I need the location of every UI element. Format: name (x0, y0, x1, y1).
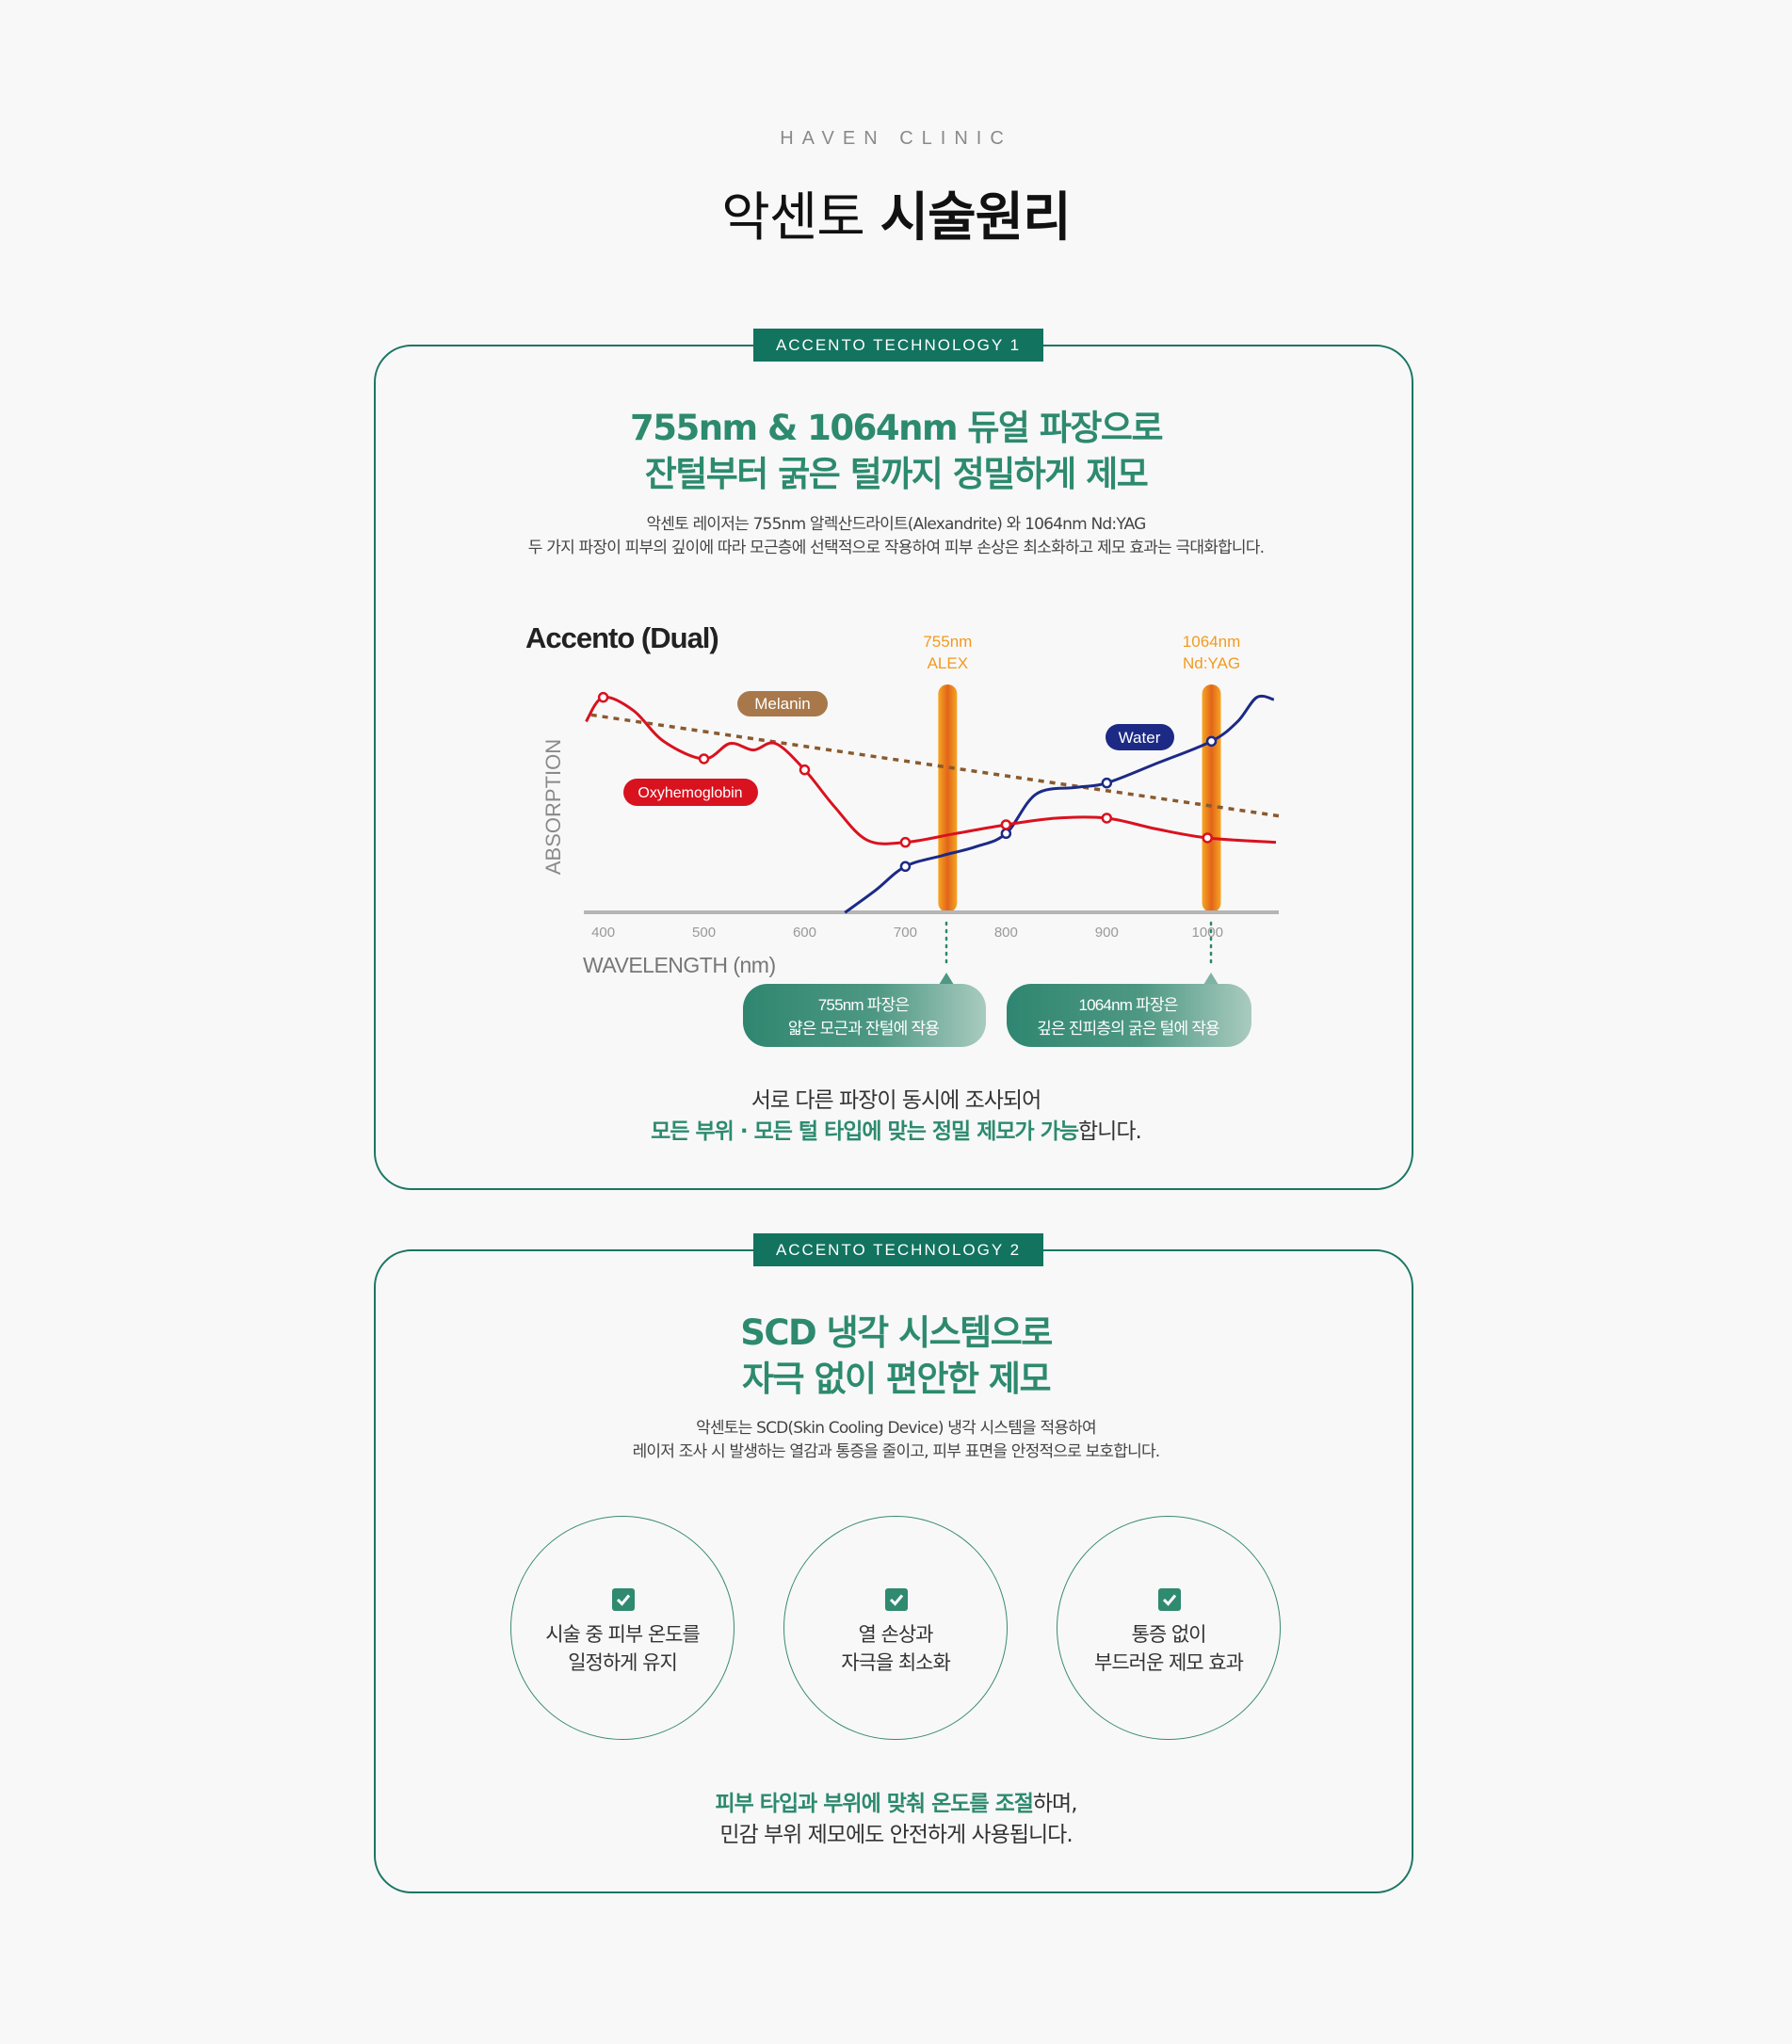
heading-line: 자극 없이 편안한 제모 (741, 1359, 1052, 1399)
feature-line: 열 손상과 (858, 1623, 934, 1646)
callout-line: 755nm 파장은 (818, 996, 910, 1014)
technology-1-badge: ACCENTO TECHNOLOGY 1 (753, 329, 1043, 362)
band-label: ALEX (928, 654, 968, 672)
description-line: 두 가지 파장이 피부의 깊이에 따라 모근층에 선택적으로 작용하여 피부 손… (527, 539, 1265, 557)
summary-highlight: 피부 타입과 부위에 맞춰 온도를 조절 (715, 1792, 1033, 1816)
checkbox-icon (612, 1588, 635, 1611)
technology-2-description: 악센토는 SCD(Skin Cooling Device) 냉각 시스템을 적용… (0, 1417, 1792, 1464)
technology-2-heading: SCD 냉각 시스템으로 자극 없이 편안한 제모 (0, 1310, 1792, 1402)
callout-line: 1064nm 파장은 (1078, 996, 1177, 1014)
callout-line: 얇은 모근과 잔털에 작용 (788, 1020, 939, 1038)
series-marker (899, 836, 912, 848)
legend-water-pill (1106, 724, 1174, 750)
series-marker (1000, 819, 1012, 830)
technology-1-heading: 755nm & 1064nm 듀얼 파장으로 잔털부터 굵은 털까지 정밀하게 … (0, 405, 1792, 497)
callout-1064: 1064nm 파장은 깊은 진피층의 굵은 털에 작용 (1007, 921, 1251, 1047)
x-tick-label: 700 (894, 925, 917, 941)
legend-melanin-pill (737, 691, 828, 716)
summary-line: 민감 부위 제모에도 안전하게 사용됩니다. (719, 1823, 1073, 1847)
feature-line: 자극을 최소화 (841, 1651, 951, 1674)
technology-1-summary: 서로 다른 파장이 동시에 조사되어 모든 부위 · 모든 털 타입에 맞는 정… (0, 1086, 1792, 1148)
summary-highlight: 모든 부위 · 모든 털 타입에 맞는 정밀 제모가 가능 (651, 1119, 1079, 1144)
series-marker (1202, 832, 1213, 844)
x-tick-label: 400 (591, 925, 615, 941)
legend-oxy-label: Oxyhemoglobin (638, 785, 742, 801)
heading-line: 잔털부터 굵은 털까지 정밀하게 제모 (644, 454, 1149, 494)
series-marker (1101, 777, 1113, 789)
band-label: 1064nm (1183, 633, 1240, 651)
description-line: 악센토 레이저는 755nm 알렉산드라이트(Alexandrite) 와 10… (646, 515, 1146, 534)
callout-line: 깊은 진피층의 굵은 털에 작용 (1037, 1020, 1219, 1038)
chart-title: Accento (Dual) (525, 621, 718, 654)
description-line: 악센토는 SCD(Skin Cooling Device) 냉각 시스템을 적용… (696, 1419, 1097, 1438)
summary-tail: 합니다. (1078, 1119, 1142, 1144)
feature-line: 부드러운 제모 효과 (1094, 1651, 1244, 1674)
callout-755: 755nm 파장은 얇은 모근과 잔털에 작용 (743, 921, 986, 1047)
feature-line: 일정하게 유지 (568, 1651, 678, 1674)
band-label: Nd:YAG (1183, 654, 1240, 672)
description-line: 레이저 조사 시 발생하는 열감과 통증을 줄이고, 피부 표면을 안정적으로 … (632, 1442, 1161, 1461)
series-marker (1205, 735, 1218, 748)
page-title-light: 악센토 (721, 187, 865, 249)
series-marker (899, 861, 912, 873)
summary-tail: 하며, (1032, 1792, 1078, 1816)
x-tick-label: 900 (1095, 925, 1119, 941)
series-marker (1101, 813, 1113, 824)
page-title: 악센토 시술원리 (0, 175, 1792, 251)
feature-line: 통증 없이 (1131, 1623, 1207, 1646)
series-oxyhemoglobin-line (585, 695, 1277, 845)
checkbox-icon (885, 1588, 908, 1611)
legend-oxy-pill (623, 779, 758, 806)
series-marker (698, 753, 710, 764)
y-axis-label: ABSORPTION (541, 739, 565, 875)
summary-line: 모든 부위 · 모든 털 타입에 맞는 정밀 제모가 가능합니다. (0, 1117, 1792, 1148)
technology-1-description: 악센토 레이저는 755nm 알렉산드라이트(Alexandrite) 와 10… (0, 513, 1792, 560)
heading-line: 755nm & 1064nm 듀얼 파장으로 (629, 408, 1164, 448)
band-label: 755nm (923, 633, 972, 651)
page-title-bold: 시술원리 (880, 187, 1072, 249)
legend-melanin-label: Melanin (754, 695, 811, 713)
series-marker (597, 691, 609, 703)
x-tick-label: 800 (994, 925, 1018, 941)
feature-line: 시술 중 피부 온도를 (545, 1623, 701, 1646)
wavelength-band (938, 684, 958, 912)
series-marker (1000, 828, 1012, 840)
brand-label: HAVEN CLINIC (780, 128, 1012, 149)
x-tick-label: 500 (692, 925, 716, 941)
technology-2-badge: ACCENTO TECHNOLOGY 2 (753, 1233, 1043, 1266)
series-marker (799, 764, 811, 776)
heading-line: SCD 냉각 시스템으로 (740, 1312, 1053, 1353)
x-tick-label: 1000 (1192, 925, 1223, 941)
technology-2-summary: 피부 타입과 부위에 맞춰 온도를 조절하며, 민감 부위 제모에도 안전하게 … (0, 1789, 1792, 1851)
series-melanin-line (590, 713, 1280, 818)
x-axis-label: WAVELENGTH (nm) (583, 953, 776, 977)
summary-line: 피부 타입과 부위에 맞춰 온도를 조절하며, (0, 1789, 1792, 1820)
checkbox-icon (1158, 1588, 1181, 1611)
legend-water-label: Water (1119, 729, 1161, 747)
x-tick-label: 600 (793, 925, 816, 941)
summary-line: 서로 다른 파장이 동시에 조사되어 (751, 1088, 1041, 1113)
wavelength-band (1202, 684, 1221, 912)
